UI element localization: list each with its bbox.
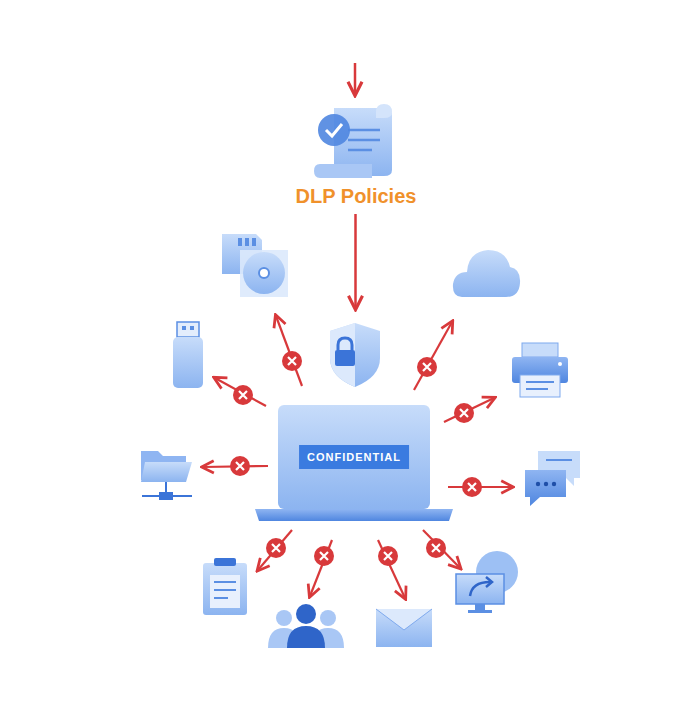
email-icon [376, 609, 432, 647]
usb-drive-icon [173, 322, 203, 388]
policy-arrow [354, 214, 357, 308]
blocked-arrows [203, 316, 512, 598]
policy-title: DLP Policies [268, 185, 444, 208]
policy-node: DLP Policies [268, 100, 444, 210]
network-folder-icon [141, 451, 192, 500]
laptop-node: CONFIDENTIAL [250, 322, 460, 524]
incoming-arrow [355, 63, 356, 94]
clipboard-icon [203, 558, 247, 615]
screen-share-icon [456, 551, 518, 613]
laptop-shield-icon [250, 322, 460, 524]
people-icon [268, 604, 344, 648]
printer-icon [512, 343, 568, 397]
chat-icon [525, 451, 580, 506]
cloud-icon [453, 250, 520, 297]
screen-label: CONFIDENTIAL [299, 445, 409, 469]
storage-media-icon [222, 234, 288, 297]
